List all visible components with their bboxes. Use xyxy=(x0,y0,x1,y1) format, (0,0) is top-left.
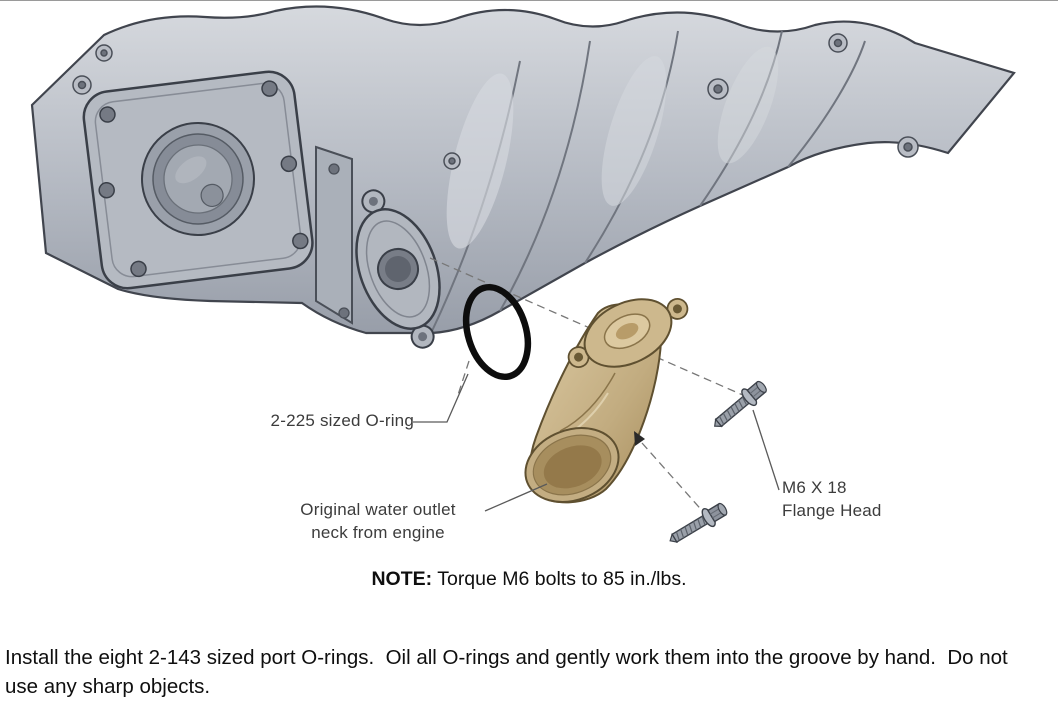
bolt-label-line2: Flange Head xyxy=(782,500,882,520)
leader-line-outlet xyxy=(484,483,548,512)
oring-label-text: 2-225 sized O-ring xyxy=(270,411,414,430)
callout-outlet-label: Original water outlet neck from engine xyxy=(272,499,484,545)
leader-line-oring xyxy=(413,373,469,423)
water-outlet-flange xyxy=(355,189,441,349)
leader-line-bolt xyxy=(752,409,780,491)
exploded-view-diagram: 2-225 sized O-ring Original water outlet… xyxy=(0,1,1058,559)
part-mark xyxy=(634,431,645,446)
diagram-canvas xyxy=(30,5,1016,551)
flange-bolt-lower xyxy=(664,498,732,551)
note-label: NOTE: xyxy=(371,568,433,590)
bolt-label-line1: M6 X 18 xyxy=(782,478,847,497)
o-ring-part xyxy=(462,283,532,381)
flange-bolt-upper xyxy=(707,376,772,435)
callout-bolt-label: M6 X 18 Flange Head xyxy=(782,477,922,523)
throttle-body-flange xyxy=(82,70,314,290)
assembly-axis-dashed-lines xyxy=(429,257,746,516)
flange-bolt-holes xyxy=(98,80,309,278)
manifold-bracket xyxy=(315,145,353,325)
instructions-paragraph: Install the eight 2-143 sized port O-rin… xyxy=(5,646,1014,699)
outlet-label-line1: Original water outlet xyxy=(300,500,456,519)
callout-oring-label: 2-225 sized O-ring xyxy=(238,410,414,433)
torque-note: NOTE: Torque M6 bolts to 85 in./lbs. xyxy=(0,568,1058,591)
outlet-label-line2: neck from engine xyxy=(311,522,445,542)
manifold-bolt-bosses xyxy=(72,33,919,170)
water-outlet-neck-part xyxy=(524,297,689,504)
callout-leader-lines xyxy=(413,373,780,512)
note-text: Torque M6 bolts to 85 in./lbs. xyxy=(437,568,687,590)
